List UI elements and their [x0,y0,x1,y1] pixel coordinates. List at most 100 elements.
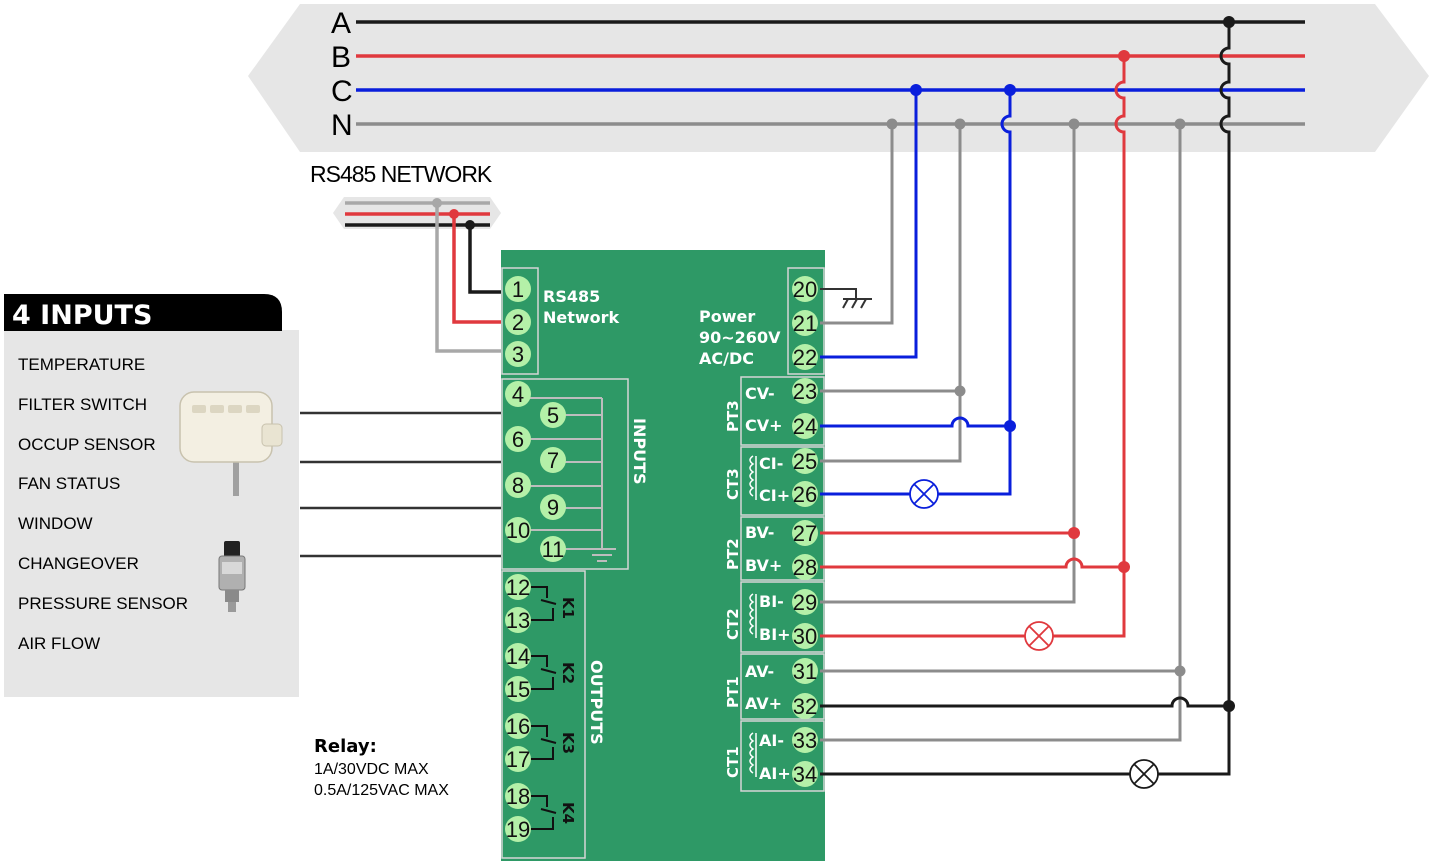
bus-label-c: C [331,75,353,108]
group-label-pt3: PT3 [724,400,742,432]
outputs-vertical-label: OUTPUTS [587,660,606,745]
terminal-circle [505,309,531,335]
terminal-number: 12 [506,575,530,600]
terminal: 2 [505,309,531,335]
terminal-number: 32 [793,694,817,719]
rs485-wire-2 [452,214,505,324]
pin-label-av-minus: AV- [745,662,774,681]
terminal-circle [792,623,818,649]
terminal-circle [505,341,531,367]
terminal-group-ct3 [740,446,825,516]
pressure-sensor-image [218,541,246,612]
wire-pin33 [820,671,1182,742]
terminal: 10 [505,517,531,543]
terminal: 23 [792,378,818,404]
terminal-number: 3 [512,342,524,367]
terminal-circle [540,536,566,562]
terminal-number: 1 [512,277,524,302]
terminal-number: 19 [506,817,530,842]
terminal-circle [792,344,818,370]
terminal-number: 21 [793,311,817,336]
terminal-circle [792,413,818,439]
rs485-wire-1 [468,225,505,294]
terminal-group-ct1 [740,720,825,792]
terminal-circle [792,378,818,404]
terminal: 18 [505,783,531,809]
terminal: 26 [792,481,818,507]
bus-label-n: N [331,109,353,142]
group-label-ct2: CT2 [724,608,742,640]
ct-lamp-a [1129,759,1159,789]
terminal-number: 13 [506,608,530,633]
terminal: 22 [792,344,818,370]
junction-nodes [886,16,1235,712]
rs485-node [449,209,459,219]
terminal-number: 16 [506,714,530,739]
terminal: 28 [792,554,818,580]
terminal: 27 [792,520,818,546]
pin-label-cv-plus: CV+ [745,416,783,435]
terminal-group-pt2 [740,516,825,581]
group-label-ct3: CT3 [724,468,742,500]
terminal: 9 [540,494,566,520]
bus-label-b: B [331,41,351,74]
pin-label-cv-minus: CV- [745,384,775,403]
power-label-3: AC/DC [699,349,754,368]
terminal: 24 [792,413,818,439]
inputs-vertical-label: INPUTS [630,418,649,485]
input-item: WINDOW [18,514,93,533]
terminal-circle [505,276,531,302]
terminal-circle [792,658,818,684]
terminal: 14 [505,643,531,669]
temperature-sensor-image [179,391,283,496]
terminal: 16 [505,713,531,739]
terminal-number: 6 [512,427,524,452]
terminal-circle [792,693,818,719]
terminal: 20 [792,276,818,302]
terminal: 1 [505,276,531,302]
ct-coil-symbols [749,455,757,777]
terminal-circle [540,402,566,428]
ct-lamp-b [1024,621,1054,651]
rs485-board-label-2: Network [543,308,620,327]
terminal: 25 [792,448,818,474]
power-label-1: Power [699,307,755,326]
rs485-board-label-1: RS485 [543,287,600,306]
wire-pin26 [820,426,1012,496]
terminal-circle [792,276,818,302]
input-item: CHANGEOVER [18,554,139,573]
wire-pin21-neutral [820,124,894,325]
inputs-common-lines [530,397,616,562]
terminal-group-pt3 [740,376,825,446]
group-label-pt2: PT2 [724,538,742,570]
wire-pin25 [820,391,962,463]
terminal-number: 17 [506,747,530,772]
rs485-node [465,220,475,230]
inputs-list: TEMPERATURE FILTER SWITCH OCCUP SENSOR F… [18,355,188,653]
terminal-circle [505,713,531,739]
terminal-circle [505,574,531,600]
input-item: FILTER SWITCH [18,395,147,414]
terminal-circle [505,783,531,809]
terminal-circle [792,761,818,787]
wire-pin23-neutral [820,124,962,393]
terminal-number: 26 [793,482,817,507]
terminal-number: 22 [793,345,817,370]
terminal: 6 [505,426,531,452]
terminal-number: 8 [512,473,524,498]
terminal-group-outputs [501,570,586,859]
wire-pin29 [820,533,1076,604]
terminal-circle [792,481,818,507]
inputs-panel-title: 4 INPUTS [12,300,152,331]
relay-label-k1: K1 [559,597,577,619]
group-label-pt1: PT1 [724,676,742,708]
relay-label-k4: K4 [559,802,577,824]
terminal-group-power [787,267,825,375]
inputs-panel-body [4,330,299,697]
bus-label-a: A [331,7,351,40]
terminal: 29 [792,589,818,615]
wire-pin32-phase-a [820,22,1231,708]
terminal: 8 [505,472,531,498]
